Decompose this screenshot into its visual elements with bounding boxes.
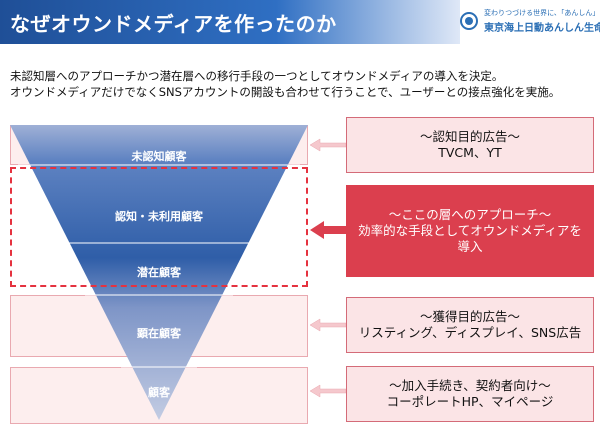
target-layer-highlight — [10, 167, 308, 287]
callout-heading: ～認知目的広告～ — [419, 129, 520, 144]
arrow-left-icon — [309, 384, 347, 398]
callout-awareness-ads: ～認知目的広告～ TVCM、YT — [346, 117, 594, 173]
intro-line-2: オウンドメディアだけでなくSNSアカウントの開設も合わせて行うことで、ユーザーと… — [10, 85, 561, 99]
callout-owned-media: ～ここの層へのアプローチ～ 効率的な手段としてオウンドメディアを 導入 — [346, 185, 594, 277]
tier-label-unaware: 未認知顧客 — [131, 150, 187, 163]
company-logo: 変わりつづける世界に、「あんしん」を。 東京海上日動あんしん生命 — [456, 6, 600, 38]
tier-label-latent: 潜在顧客 — [137, 266, 181, 279]
callout-text: コーポレートHP、マイページ — [386, 394, 554, 409]
callout-heading: ～加入手続き、契約者向け～ — [389, 378, 551, 393]
logo-tagline: 変わりつづける世界に、「あんしん」を。 — [484, 9, 600, 17]
callout-text: リスティング、ディスプレイ、SNS広告 — [358, 325, 582, 340]
callout-text: TVCM、YT — [438, 145, 502, 160]
callout-enrollment: ～加入手続き、契約者向け～ コーポレートHP、マイページ — [346, 366, 594, 422]
callout-text: 導入 — [457, 239, 483, 254]
tier-label-customer: 顧客 — [148, 386, 170, 399]
page-title: なぜオウンドメディアを作ったのか — [10, 12, 337, 36]
tier-label-manifest: 顕在顧客 — [137, 327, 181, 340]
callout-heading: ～獲得目的広告～ — [419, 309, 520, 324]
callout-acquisition-ads: ～獲得目的広告～ リスティング、ディスプレイ、SNS広告 — [346, 297, 594, 353]
connector-arrows — [309, 138, 347, 398]
callout-text: 効率的な手段としてオウンドメディアを — [358, 223, 582, 238]
intro-line-1: 未認知層へのアプローチかつ潜在層への移行手段の一つとしてオウンドメディアの導入を… — [10, 69, 504, 83]
arrow-left-icon — [309, 318, 347, 332]
tier-label-aware: 認知・未利用顧客 — [115, 210, 203, 223]
funnel-shape — [10, 125, 308, 420]
callout-heading: ～ここの層へのアプローチ～ — [388, 207, 552, 222]
logo-name: 東京海上日動あんしん生命 — [484, 23, 600, 34]
arrow-left-icon — [309, 138, 347, 152]
logo-emblem-icon — [460, 12, 478, 30]
arrow-left-icon — [310, 221, 346, 239]
title-bar: なぜオウンドメディアを作ったのか — [0, 0, 460, 44]
header: なぜオウンドメディアを作ったのか 変わりつづける世界に、「あんしん」を。 東京海… — [0, 0, 600, 44]
